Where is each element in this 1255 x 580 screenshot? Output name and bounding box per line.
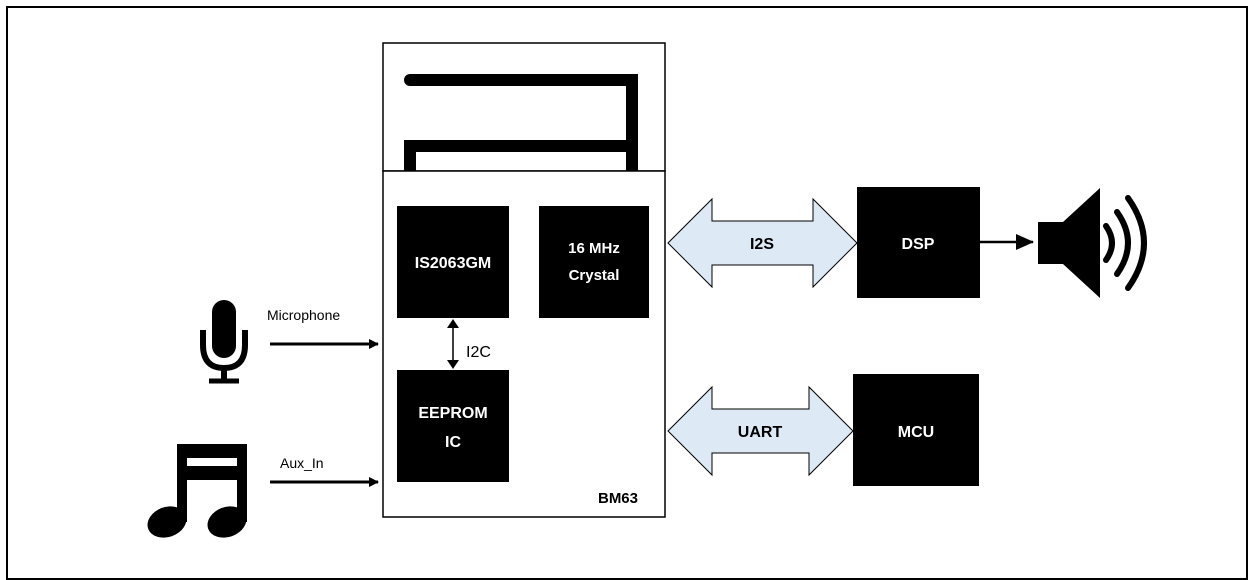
microphone-icon	[200, 300, 248, 384]
module-label: BM63	[598, 490, 638, 507]
music-note-icon	[147, 444, 247, 538]
uart-bus-arrow: UART	[667, 385, 854, 477]
crystal-label-line1: 16 MHz	[568, 240, 620, 257]
speaker-icon	[1038, 188, 1147, 298]
aux-input-arrow: Aux_In	[270, 455, 379, 487]
i2s-label: I2S	[750, 236, 774, 253]
dsp-label: DSP	[902, 236, 935, 253]
soc-label: IS2063GM	[415, 255, 491, 272]
eeprom-label-line2: IC	[445, 434, 461, 451]
uart-label: UART	[738, 424, 783, 441]
crystal-block: 16 MHz Crystal	[539, 206, 649, 318]
dsp-block: DSP	[857, 187, 980, 298]
i2s-bus-arrow: I2S	[667, 197, 858, 289]
eeprom-label-line1: EEPROM	[418, 405, 487, 422]
mcu-block: MCU	[853, 374, 979, 486]
crystal-label-line2: Crystal	[569, 267, 620, 284]
mcu-label: MCU	[898, 424, 934, 441]
microphone-label: Microphone	[267, 307, 340, 323]
aux-in-label: Aux_In	[280, 455, 324, 471]
i2c-label: I2C	[466, 344, 491, 361]
i2c-link: I2C	[447, 319, 491, 369]
antenna-icon	[382, 42, 666, 176]
soc-block: IS2063GM	[397, 206, 509, 318]
microphone-input-arrow: Microphone	[267, 307, 379, 349]
eeprom-block: EEPROM IC	[397, 370, 509, 482]
